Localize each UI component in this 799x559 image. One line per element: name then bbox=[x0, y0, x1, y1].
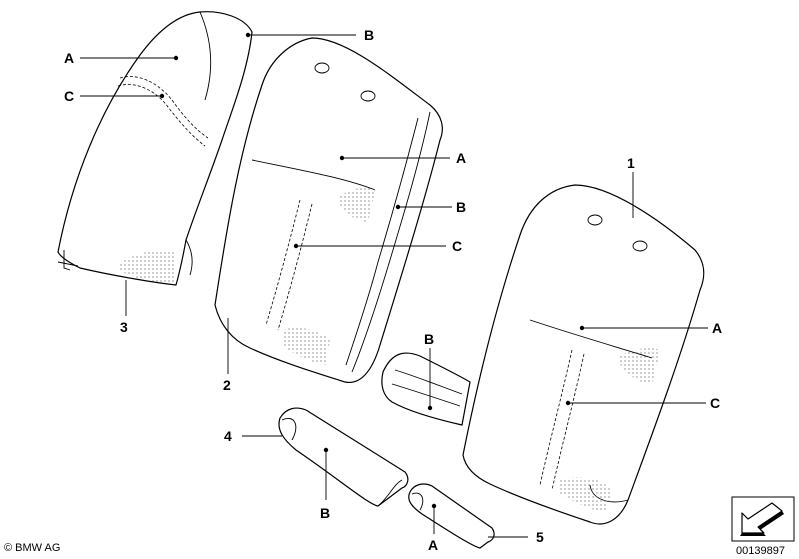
callout-c-part2: C bbox=[452, 238, 462, 254]
callout-b-part2-side: B bbox=[456, 199, 466, 215]
callout-1: 1 bbox=[627, 155, 635, 171]
tube-cover-part-4 bbox=[278, 407, 409, 507]
callout-b-bolster: B bbox=[424, 331, 434, 347]
copyright-notice: © BMW AG bbox=[4, 542, 60, 554]
leader-lines bbox=[80, 32, 708, 538]
callout-c-part3: C bbox=[64, 88, 74, 104]
callout-a-part3: A bbox=[64, 50, 74, 66]
callout-a-part2: A bbox=[456, 150, 466, 166]
backrest-cover-part-3 bbox=[57, 11, 253, 286]
callout-a-part5: A bbox=[428, 537, 438, 553]
callout-labels: A C 3 B A B C 2 1 A C B 4 B A 5 bbox=[64, 27, 722, 553]
callout-3: 3 bbox=[120, 319, 128, 335]
backrest-cover-part-1 bbox=[462, 184, 705, 525]
tube-cover-part-5 bbox=[408, 483, 495, 549]
callout-b-part2-top: B bbox=[364, 27, 374, 43]
arrow-icon bbox=[731, 496, 795, 542]
callout-2: 2 bbox=[223, 377, 231, 393]
callout-4: 4 bbox=[224, 428, 232, 444]
callout-a-part1: A bbox=[712, 320, 722, 336]
callout-b-part4: B bbox=[320, 505, 330, 521]
diagram-number: 00139897 bbox=[736, 545, 785, 557]
callout-c-part1: C bbox=[710, 395, 720, 411]
backrest-cover-part-2 bbox=[214, 37, 443, 383]
callout-5: 5 bbox=[536, 529, 544, 545]
side-bolster bbox=[381, 352, 471, 426]
